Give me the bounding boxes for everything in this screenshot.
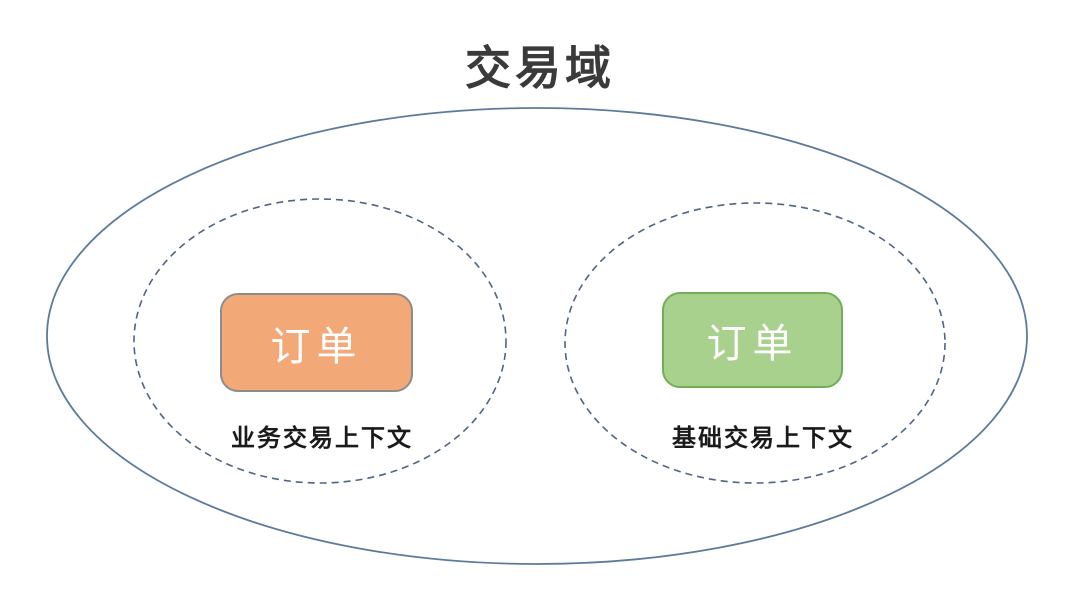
diagram-title: 交易域 xyxy=(465,42,615,94)
order-box-basic-label: 订单 xyxy=(706,322,799,366)
business-context-label: 业务交易上下文 xyxy=(231,425,413,452)
business-context-dashed-ellipse xyxy=(133,198,507,484)
order-box-basic: 订单 xyxy=(662,292,843,388)
order-box-business-label: 订单 xyxy=(270,324,363,369)
domain-outer-ellipse xyxy=(46,107,1028,565)
basic-context-dashed-ellipse xyxy=(564,202,946,484)
order-box-business: 订单 xyxy=(220,293,413,392)
basic-context-label: 基础交易上下文 xyxy=(672,425,854,452)
